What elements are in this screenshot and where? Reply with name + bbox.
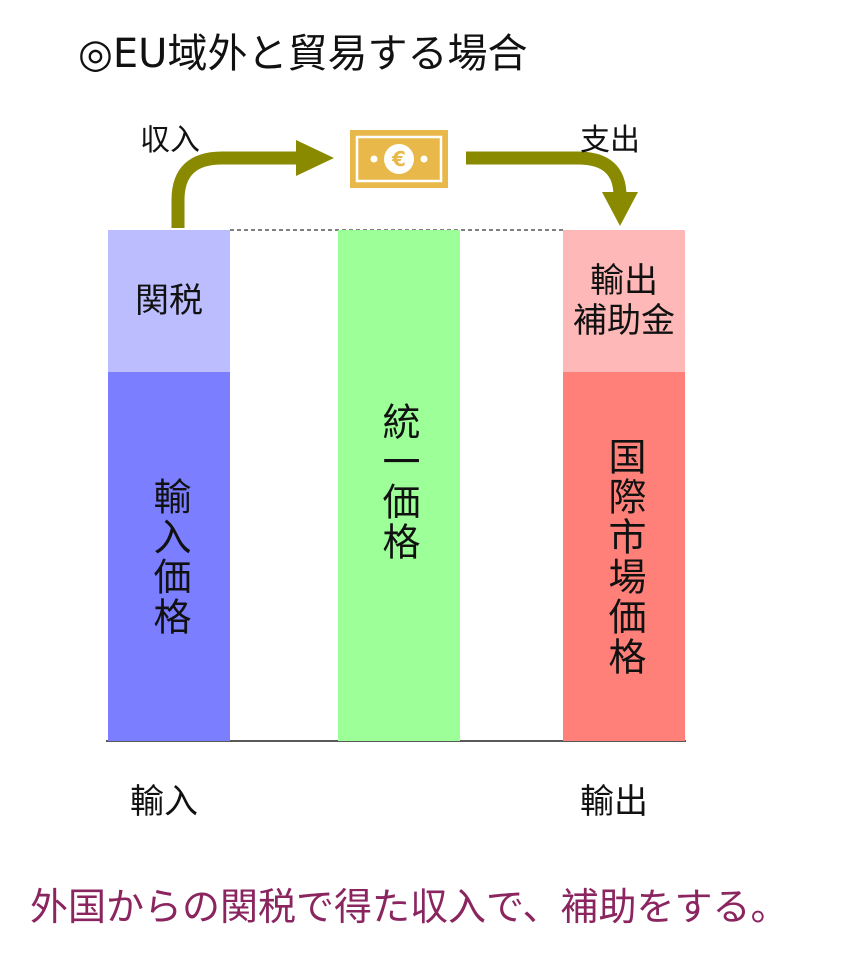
expense-arrow-head bbox=[602, 192, 638, 226]
expense-label: 支出 bbox=[580, 123, 640, 158]
caption: 外国からの関税で得た収入で、補助をする。 bbox=[30, 885, 789, 929]
unified-price-label: 統一価格 bbox=[376, 402, 420, 562]
import-tariff-block: 関税 bbox=[108, 230, 230, 372]
unified-price-block: 統一価格 bbox=[338, 230, 460, 741]
income-arrow bbox=[171, 151, 300, 228]
income-arrow-head bbox=[296, 140, 334, 176]
page-title: ◎EU域外と貿易する場合 bbox=[78, 31, 528, 77]
export-subsidy-label: 輸出 補助金 bbox=[573, 261, 675, 341]
import-tariff-label: 関税 bbox=[135, 281, 203, 321]
import-axis-label: 輸入 bbox=[130, 782, 198, 822]
import-price-label: 輸入価格 bbox=[147, 476, 191, 637]
expense-arrow bbox=[466, 151, 627, 197]
income-label: 収入 bbox=[140, 123, 200, 158]
export-axis-label: 輸出 bbox=[580, 782, 648, 822]
import-price-block: 輸入価格 bbox=[108, 372, 230, 741]
euro-symbol: € bbox=[391, 147, 406, 171]
world-market-price-block: 国際市場価格 bbox=[563, 372, 685, 741]
world-market-price-label: 国際市場価格 bbox=[602, 436, 646, 677]
export-subsidy-block: 輸出 補助金 bbox=[563, 230, 685, 372]
euro-banknote-icon: € bbox=[350, 130, 448, 188]
